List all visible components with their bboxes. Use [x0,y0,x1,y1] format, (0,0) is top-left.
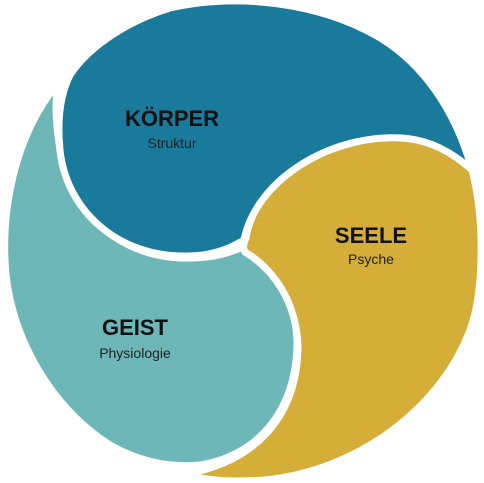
geist-subtitle: Physiologie [99,345,171,361]
seele-title: SEELE [335,223,407,248]
segment-koerper [55,0,476,260]
koerper-subtitle: Struktur [147,135,196,151]
geist-title: GEIST [102,315,169,340]
seele-subtitle: Psyche [348,251,394,267]
koerper-title: KÖRPER [125,106,219,131]
